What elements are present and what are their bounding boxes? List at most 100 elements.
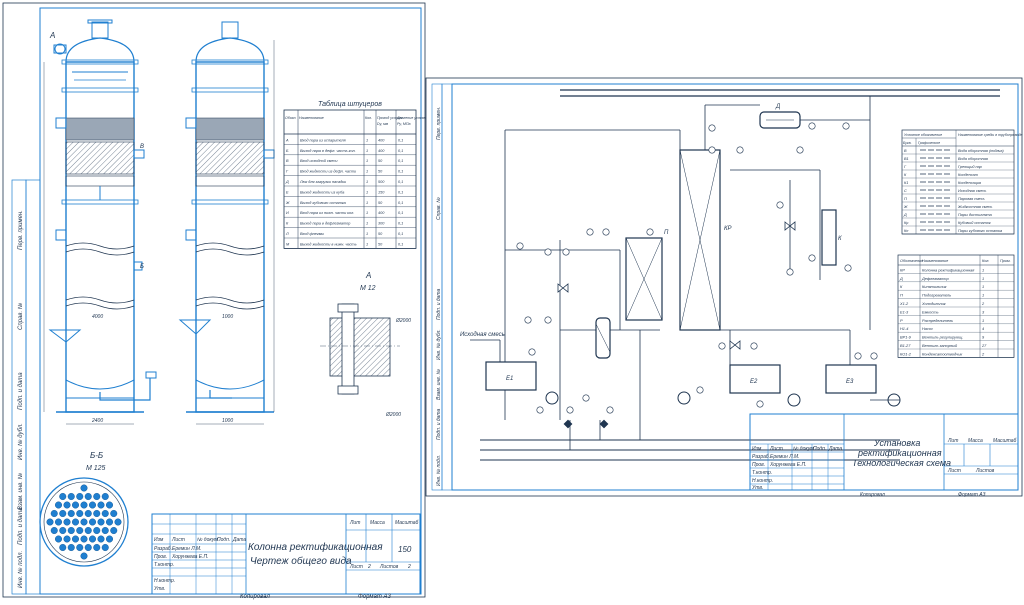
tube-hole (110, 510, 118, 518)
table-cell: Выход кубового остатка (300, 201, 346, 205)
tube-hole (84, 544, 92, 552)
nozzle-letter: В (140, 144, 144, 150)
legend-code: Д (903, 213, 907, 217)
table-cell: А (285, 138, 289, 142)
stamp-name: Хорунжева Е.П. (769, 462, 807, 468)
table-cell: 0,1 (398, 201, 403, 205)
equipment-cell: П (900, 293, 903, 298)
equipment-header: Наименование (922, 259, 948, 263)
tube-hole (59, 493, 67, 501)
side-label: Подп. и дата (436, 408, 442, 440)
equipment-header: Обозначение (900, 259, 923, 263)
stamp-cell: Листов (379, 564, 399, 570)
instrument-circle (544, 316, 552, 324)
table-cell: 0,1 (398, 138, 403, 142)
equipment-cell: Р (900, 318, 903, 323)
instruments (516, 122, 878, 429)
equipment-cell: Кипятильник (922, 284, 947, 289)
table-cell: 0,1 (398, 190, 403, 194)
sheet2-side-labels: Перв. примен. Справ. № Подп. и дата Инв.… (436, 107, 442, 486)
table-cell: 50 (378, 170, 383, 174)
table-cell: 150 (378, 190, 385, 194)
equipment-cell: Колонна ректификационная (922, 267, 974, 272)
instrument-circle (606, 406, 614, 414)
legend-header: Графическое (918, 141, 940, 145)
stamp-role: Утв. (752, 485, 763, 491)
legend-code: П (904, 197, 907, 201)
tube-hole (67, 493, 75, 501)
side-label: Инв. № дубл. (17, 423, 24, 460)
equipment-cell: 27 (981, 343, 987, 348)
stamp-cell: Масса (370, 520, 385, 526)
tube-hole (101, 493, 109, 501)
stamp-name: Еремин Л.М. (172, 546, 202, 552)
legend-code: Кр (904, 221, 908, 225)
table-cell: Выход пара в дефлегматор (300, 222, 350, 226)
drawing-title: Колонна ректификационная (248, 541, 383, 553)
equipment-cell: 2 (981, 301, 985, 306)
side-label: Перв. примен. (436, 107, 442, 140)
legend-code: Кп (904, 229, 909, 233)
equipment-header: Кол. (982, 259, 989, 263)
tube-hole (76, 544, 84, 552)
side-label: Подп. и дата (436, 288, 442, 320)
table-cell: Люк для загрузки насадки (299, 180, 347, 184)
nozzle-letter: A (49, 31, 55, 40)
scheme-subtitle: Технологическая схема (852, 458, 951, 468)
tube-hole (63, 535, 71, 543)
legend-name: Конденсат (958, 173, 978, 177)
table-cell: Л (285, 232, 289, 236)
equipment-cell: 9 (982, 335, 985, 340)
stamp-role: Утв. (154, 586, 165, 592)
side-label: Взам. инв. № (436, 368, 442, 400)
column-front-view: 2400 4000 A В Б (43, 19, 157, 425)
instrument-circle (708, 124, 716, 132)
instrument-circle (854, 352, 862, 360)
stamp-cell: Лит (349, 520, 360, 526)
equipment-cell: Распределитель (922, 318, 953, 323)
column-label: К (838, 236, 842, 242)
stamp-cell: Дата (828, 446, 842, 452)
legend-code: К1 (904, 181, 908, 185)
tube-hole (105, 501, 113, 509)
table-cell: Выход жидкости в нижн. часть (300, 242, 357, 246)
side-label: Подп. и дата (18, 372, 24, 410)
nozzle-table-title: Таблица штуцеров (318, 100, 382, 108)
legend-name: Конденсация (958, 181, 981, 185)
tube-hole (50, 527, 58, 535)
vessel-label: Е3 (846, 379, 854, 385)
equipment-cell: Н1-4 (900, 326, 909, 331)
instrument-circle (582, 394, 590, 402)
legend-name: Вода оборотная (958, 157, 988, 161)
scheme-title: Установка (873, 438, 920, 448)
column-side-view: 1000 1000 (178, 21, 275, 425)
vessel-label: Е2 (750, 379, 758, 385)
instrument-circle (844, 264, 852, 272)
stamp-cell: Лит (947, 438, 958, 444)
instrument-circle (602, 228, 610, 236)
tube-hole (59, 527, 67, 535)
equipment-cell: Вентиль регулирующ. (922, 335, 963, 340)
equipment-cell: 1 (982, 293, 984, 298)
table-cell: И (286, 211, 289, 215)
tube-hole (84, 493, 92, 501)
table-cell: 1 (366, 232, 368, 236)
legend-name: Исходная смесь (958, 189, 986, 193)
table-cell: Вход флегмы (300, 232, 324, 236)
instrument-circle (646, 228, 654, 236)
stamp-name: Хорунжева Е.П. (171, 554, 209, 560)
stamp-cell: Лист (349, 564, 363, 570)
instrument-circle (808, 122, 816, 130)
scheme-title: ректификационная (857, 448, 942, 458)
table-cell: 50 (378, 242, 383, 246)
instrument-circle (544, 248, 552, 256)
tube-hole (114, 518, 122, 526)
tube-hole (59, 544, 67, 552)
stamp-cell: Лист (769, 446, 783, 452)
drawing-subtitle: Чертеж общего вида (250, 555, 352, 567)
instrument-circle (528, 348, 536, 356)
legend-code: Ж (903, 205, 908, 209)
legend-name: Пары кубового остатка (958, 229, 1002, 233)
valve-icon (729, 340, 741, 350)
